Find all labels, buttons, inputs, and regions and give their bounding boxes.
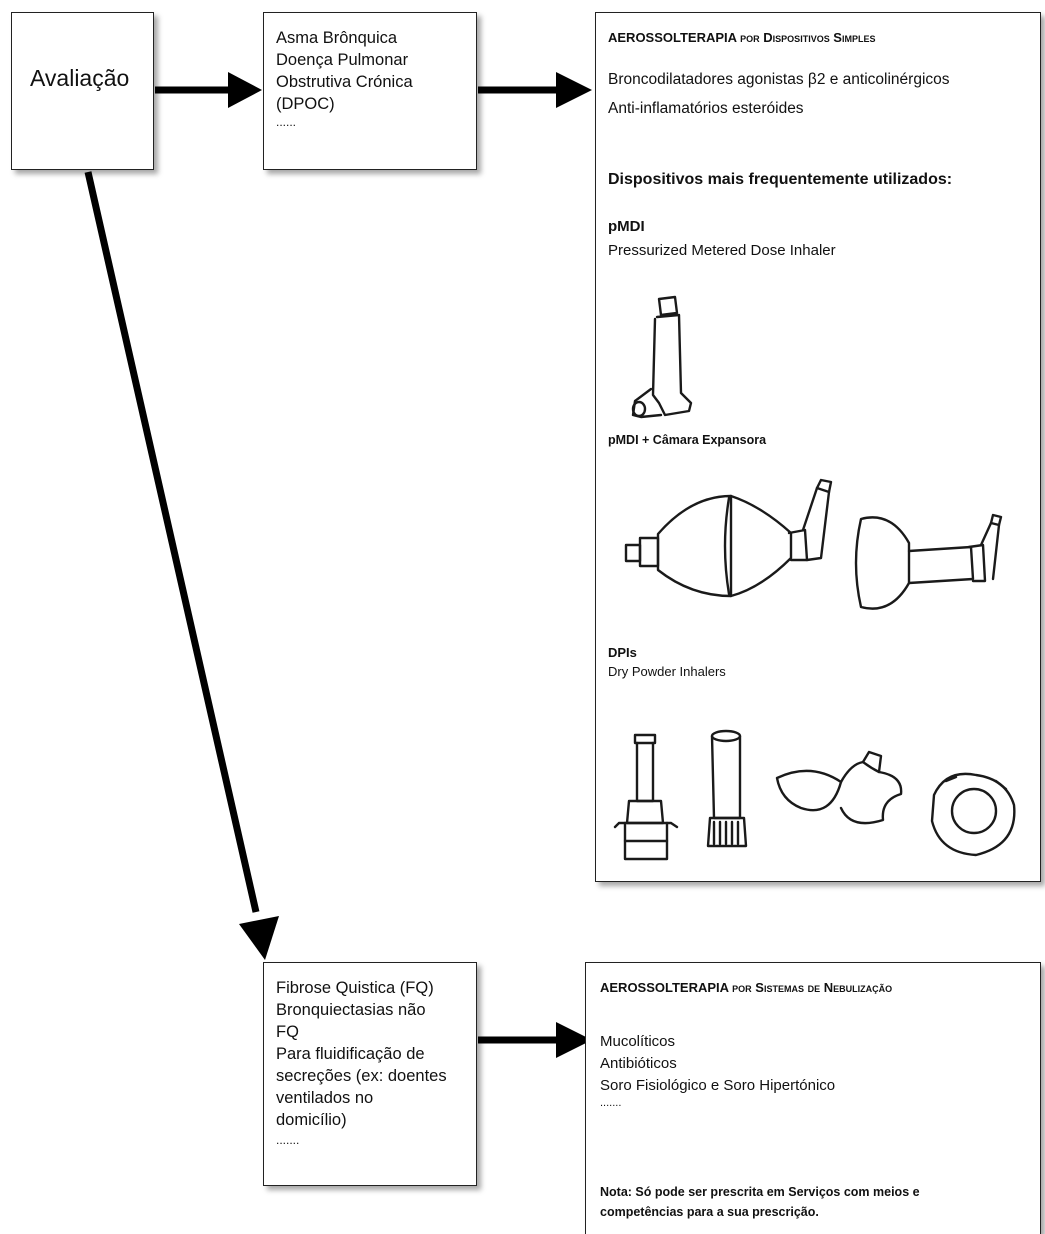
fq-line: Para fluidificação de	[276, 1045, 425, 1063]
evaluation-label: Avaliação	[30, 65, 130, 91]
arrow-evaluation-to-dpoc	[155, 72, 262, 108]
simple-devices-box: AEROSSOLTERAPIA por Dispositivos Simples…	[595, 12, 1041, 882]
pmdi-inhaler-icon	[631, 295, 693, 419]
dpoc-box: Asma Brônquica Doença Pulmonar Obstrutiv…	[263, 12, 477, 170]
simple-drug-line: Anti-inflamatórios esteróides	[608, 100, 804, 117]
dpoc-line: ......	[276, 115, 297, 129]
arrow-dpoc-to-simple	[478, 72, 592, 108]
dpi-inhaler-icon	[613, 733, 679, 861]
dpoc-line: Doença Pulmonar	[276, 51, 409, 69]
arrow-fq-to-nebulization	[478, 1022, 592, 1058]
simple-drug-line: Broncodilatadores agonistas β2 e anticol…	[608, 71, 950, 88]
nebulization-note-line: Nota: Só pode ser prescrita em Serviços …	[600, 1185, 920, 1199]
nebulization-drug: Mucolíticos	[600, 1033, 676, 1050]
dpoc-line: Asma Brônquica	[276, 29, 398, 47]
nebulization-drug: Antibióticos	[600, 1055, 677, 1072]
fq-line: FQ	[276, 1023, 299, 1041]
turbuhaler-icon	[706, 729, 748, 848]
nebulization-box: AEROSSOLTERAPIA por Sistemas de Nebuliza…	[585, 962, 1041, 1234]
nebulization-title: AEROSSOLTERAPIA por Sistemas de Nebuliza…	[600, 980, 893, 995]
fq-line: ventilados no	[276, 1089, 374, 1107]
arrow-evaluation-to-fq	[84, 171, 279, 960]
dpoc-line: Obstrutiva Crónica	[276, 73, 413, 91]
dpi-description: Dry Powder Inhalers	[608, 664, 726, 679]
fq-line: .......	[276, 1133, 300, 1147]
spacer-chamber-icon	[624, 478, 833, 598]
diskus-icon	[930, 772, 1016, 857]
valved-holding-chamber-icon	[854, 513, 1003, 610]
nebulization-drug: Soro Fisiológico e Soro Hipertónico	[600, 1077, 836, 1094]
pmdi-description: Pressurized Metered Dose Inhaler	[608, 242, 836, 259]
pmdi-title: pMDI	[608, 218, 645, 235]
fq-box: Fibrose Quistica (FQ) Bronquiectasias nã…	[263, 962, 477, 1186]
dpoc-line: (DPOC)	[276, 95, 335, 113]
fq-line: secreções (ex: doentes	[276, 1067, 447, 1085]
fq-line: Bronquiectasias não	[276, 1001, 426, 1019]
aerolizer-icon	[775, 750, 903, 825]
devices-heading: Dispositivos mais frequentemente utiliza…	[608, 171, 953, 188]
nebulization-drug: .......	[600, 1097, 622, 1109]
evaluation-box: Avaliação	[11, 12, 154, 170]
pmdi-chamber-title: pMDI + Câmara Expansora	[608, 433, 767, 447]
fq-line: Fibrose Quistica (FQ)	[276, 979, 434, 997]
nebulization-note-line: competências para a sua prescrição.	[600, 1205, 819, 1219]
fq-line: domicílio)	[276, 1111, 347, 1129]
simple-devices-title: AEROSSOLTERAPIA por Dispositivos Simples	[608, 30, 876, 45]
dpi-title: DPIs	[608, 645, 637, 660]
